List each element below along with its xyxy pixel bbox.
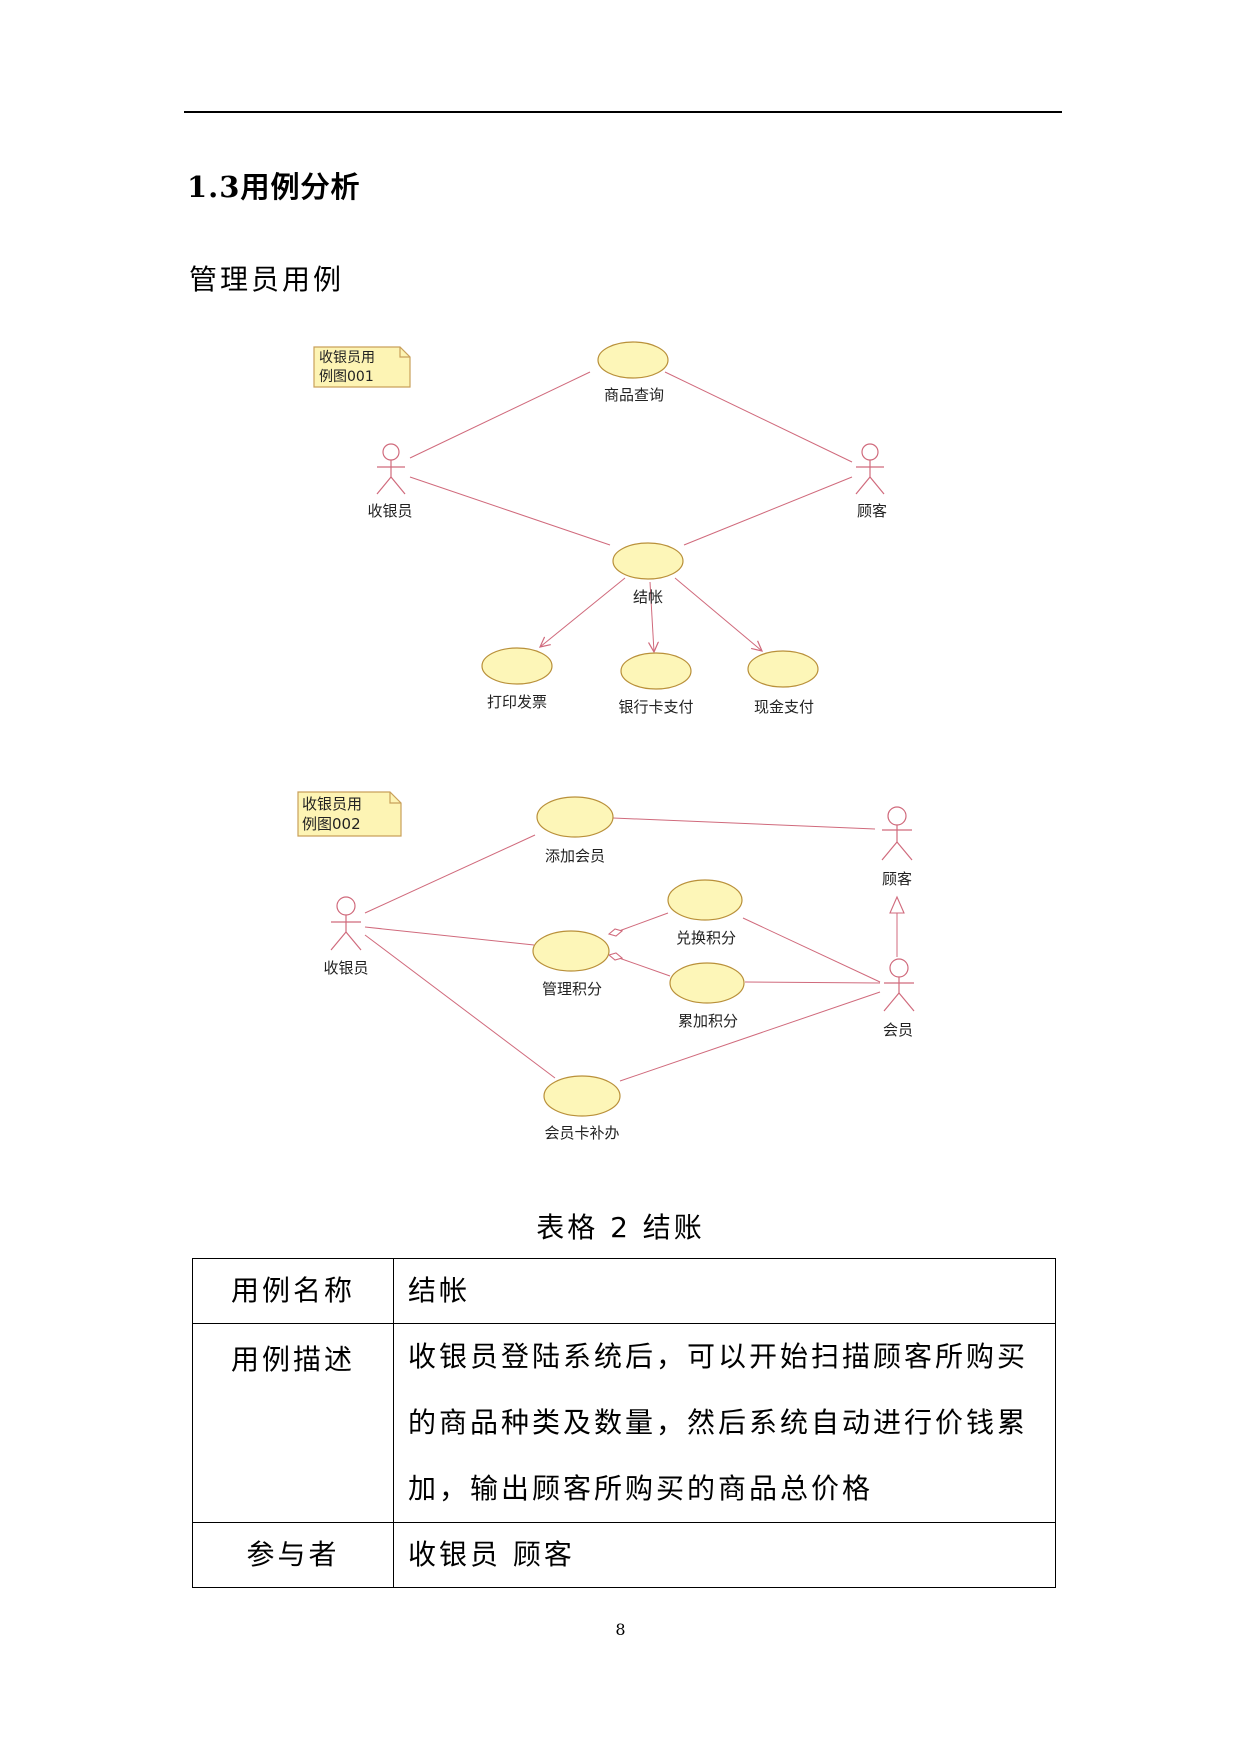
note-001-line1: 收银员用 — [319, 350, 375, 366]
assoc-cashier-cardreissue — [364, 934, 556, 1079]
table-row: 参与者 收银员 顾客 — [192, 1522, 1056, 1588]
usecase-bankcard-label: 银行卡支付 — [618, 698, 693, 716]
actor-customer-1 — [855, 443, 885, 495]
actor-customer-2 — [881, 806, 913, 861]
usecase-cash-label: 现金支付 — [754, 698, 814, 716]
assoc-query-customer — [664, 371, 853, 463]
actor-cashier-2-label: 收银员 — [323, 959, 368, 977]
usecase-checkout — [612, 542, 684, 580]
aggregation-diamond-2 — [607, 952, 624, 961]
usecase-query — [597, 341, 669, 379]
usecase-exchange-points — [667, 879, 743, 921]
assoc-accumulate-member — [744, 981, 881, 984]
usecase-cash — [747, 650, 819, 688]
assoc-addmember-customer — [612, 817, 876, 830]
assoc-cashier-addmember — [364, 834, 536, 914]
note-002-line1: 收银员用 — [302, 795, 362, 813]
include-cash — [674, 577, 762, 651]
table-value: 结帐 — [393, 1258, 1056, 1324]
table-key: 参与者 — [192, 1522, 394, 1588]
usecase-add-member — [536, 796, 614, 838]
header-rule — [184, 111, 1062, 113]
generalization-arrow — [889, 895, 905, 914]
assoc-cashier-query — [409, 371, 591, 459]
usecase-card-reissue-label: 会员卡补办 — [544, 1124, 619, 1142]
usecase-query-label: 商品查询 — [604, 386, 664, 404]
actor-member-label: 会员 — [883, 1021, 913, 1039]
table-row: 用例描述 收银员登陆系统后，可以开始扫描顾客所购买的商品种类及数量，然后系统自动… — [192, 1323, 1056, 1523]
usecase-accumulate-points-label: 累加积分 — [678, 1012, 738, 1030]
aggregation-exchange — [618, 912, 669, 932]
table-key: 用例名称 — [192, 1258, 394, 1324]
table-value: 收银员登陆系统后，可以开始扫描顾客所购买的商品种类及数量，然后系统自动进行价钱累… — [393, 1323, 1056, 1523]
usecase-manage-points-label: 管理积分 — [542, 980, 602, 998]
assoc-customer-checkout — [683, 476, 853, 546]
usecase-add-member-label: 添加会员 — [545, 847, 605, 865]
usecase-card-reissue — [543, 1075, 621, 1117]
assoc-cardreissue-member — [619, 991, 881, 1082]
assoc-cashier-checkout — [409, 476, 611, 546]
actor-cashier-1-label: 收银员 — [367, 502, 412, 520]
actor-member — [883, 958, 915, 1012]
aggregation-diamond-1 — [607, 928, 624, 937]
actor-customer-1-label: 顾客 — [857, 502, 887, 520]
usecase-print-label: 打印发票 — [487, 693, 547, 711]
usecase-accumulate-points — [669, 962, 745, 1004]
actor-cashier-2 — [330, 896, 362, 951]
use-case-table: 用例名称 结帐 用例描述 收银员登陆系统后，可以开始扫描顾客所购买的商品种类及数… — [192, 1258, 1056, 1588]
section-title: 1.3用例分析 — [187, 170, 361, 204]
actor-customer-2-label: 顾客 — [882, 870, 912, 888]
usecase-exchange-points-label: 兑换积分 — [676, 929, 736, 947]
aggregation-accumulate — [618, 957, 671, 977]
usecase-checkout-label: 结帐 — [633, 588, 663, 606]
note-001: 收银员用 例图001 — [313, 346, 411, 388]
table-caption: 表格 2 结账 — [536, 1211, 705, 1244]
use-case-diagram: 收银员用 例图001 收银员 顾客 — [297, 341, 915, 1142]
assoc-cashier-managepoints — [364, 926, 535, 946]
usecase-print — [481, 647, 553, 685]
diagram-1: 收银员用 例图001 收银员 顾客 — [313, 341, 887, 716]
diagram-2: 收银员用 例图002 收银员 — [297, 791, 915, 1142]
note-001-line2: 例图001 — [319, 369, 374, 385]
include-bankcard — [650, 581, 654, 652]
table-row: 用例名称 结帐 — [192, 1258, 1056, 1324]
table-value: 收银员 顾客 — [393, 1522, 1056, 1588]
include-print — [540, 577, 626, 647]
note-002-line2: 例图002 — [302, 815, 361, 833]
subheading: 管理员用例 — [189, 263, 345, 296]
note-002: 收银员用 例图002 — [297, 791, 402, 837]
assoc-exchange-member — [742, 917, 881, 983]
usecase-bankcard — [620, 652, 692, 690]
table-key: 用例描述 — [192, 1323, 394, 1523]
actor-cashier-1 — [376, 443, 406, 495]
page-number: 8 — [615, 1620, 626, 1639]
usecase-manage-points — [532, 930, 610, 972]
